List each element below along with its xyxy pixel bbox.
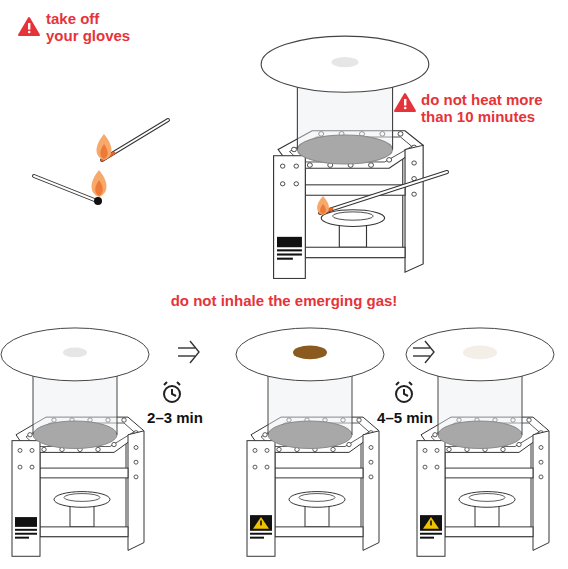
stove xyxy=(1,328,149,556)
clock-icon xyxy=(164,382,180,402)
stove xyxy=(406,328,554,556)
time-label: 4–5 min xyxy=(370,409,440,426)
warning-note: do not heat more than 10 minutes xyxy=(421,91,568,125)
warning-icon xyxy=(395,94,415,111)
match-in-stove xyxy=(317,172,447,215)
stove xyxy=(236,328,384,556)
stove xyxy=(261,36,429,278)
warning-icon xyxy=(19,18,39,35)
step-arrow xyxy=(178,341,199,363)
time-label: 2–3 min xyxy=(140,409,210,426)
warning-note: take off your gloves xyxy=(46,10,134,44)
step-arrow xyxy=(413,341,434,363)
match-sticks xyxy=(34,120,168,205)
clock-icon xyxy=(396,382,412,402)
warning-heading: do not inhale the emerging gas! xyxy=(84,292,484,309)
